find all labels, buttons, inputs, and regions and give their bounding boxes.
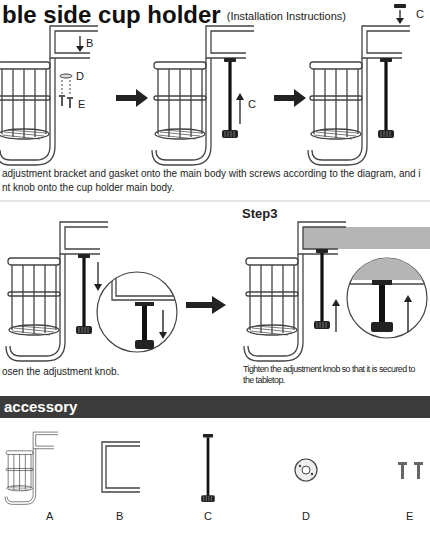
part-letter: B xyxy=(86,37,93,51)
part-letter: C xyxy=(204,510,212,524)
band-heading: accessory xyxy=(0,396,430,418)
step-text: osen the adjustment knob. xyxy=(2,366,119,379)
part-letter: D xyxy=(76,70,84,84)
step-text: nt knob onto the cup holder main body. xyxy=(2,182,174,195)
part-letter: D xyxy=(302,510,310,524)
step-heading: Step3 xyxy=(242,206,277,222)
step-text: Tighten the adjustment knob so that it i… xyxy=(243,364,427,386)
title-text: ble side cup holder xyxy=(2,0,221,30)
section-band: accessory xyxy=(0,396,430,418)
part-letter: C xyxy=(416,8,424,22)
part-letter: B xyxy=(116,510,123,524)
subtitle: (Installation Instructions) xyxy=(227,10,346,24)
part-letter: E xyxy=(406,510,413,524)
step-text: adjustment bracket and gasket onto the m… xyxy=(2,168,421,181)
part-letter: A xyxy=(46,510,53,524)
part-letter: C xyxy=(248,98,256,112)
part-letter: E xyxy=(78,98,85,112)
